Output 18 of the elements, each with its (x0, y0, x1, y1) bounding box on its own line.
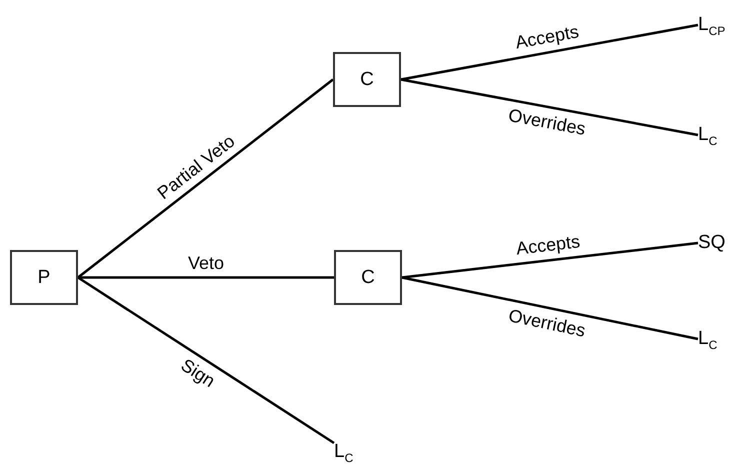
outcome-label: L$_{C}$ (698, 328, 718, 350)
branch-line (402, 276, 698, 340)
branch-line (78, 276, 334, 279)
player-label: C (361, 266, 375, 288)
outcome-label: L$_{C}$ (698, 124, 718, 146)
player-box (334, 250, 402, 305)
player-label: C (360, 68, 374, 90)
outcome-label: L$_{CP}$ (698, 14, 726, 36)
branch-line (400, 24, 698, 81)
player-box (333, 52, 401, 107)
branch-line (77, 78, 334, 278)
branch-line (77, 276, 335, 444)
outcome-label: SQ (698, 232, 726, 254)
branch-line (400, 78, 698, 136)
outcome-label: L$_{C}$ (334, 441, 354, 463)
branch-line (402, 242, 698, 279)
player-label: P (38, 266, 50, 288)
player-box (10, 250, 78, 305)
